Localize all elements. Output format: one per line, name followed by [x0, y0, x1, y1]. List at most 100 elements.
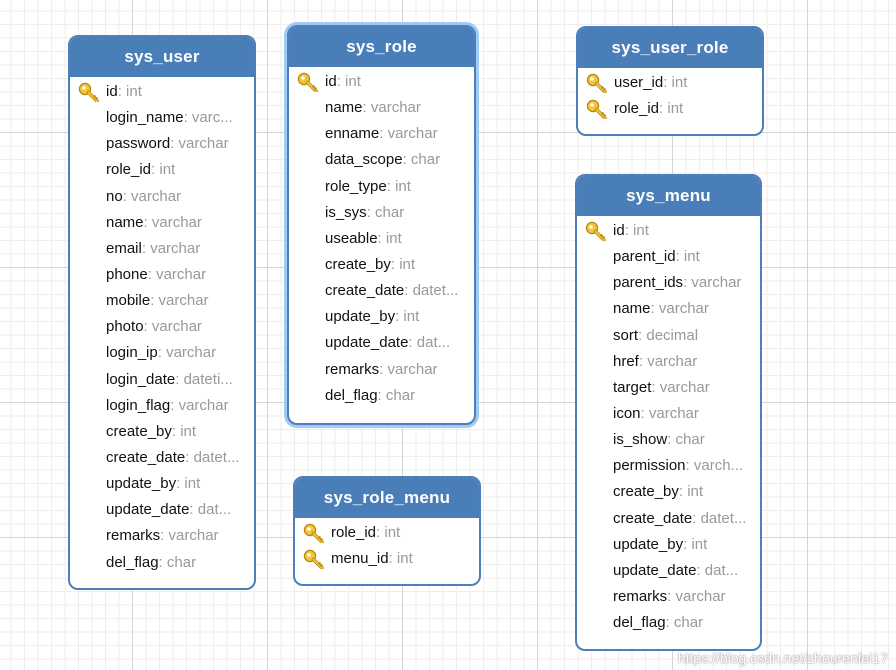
field-separator: : — [640, 404, 649, 422]
table-field[interactable]: remarks: varchar — [577, 584, 760, 610]
table-field[interactable]: target: varchar — [577, 375, 760, 401]
field-name: login_flag — [106, 396, 171, 414]
field-separator: : — [692, 509, 701, 527]
field-name: update_by — [613, 535, 684, 553]
table-field[interactable]: update_date: dat... — [289, 330, 474, 356]
field-name: del_flag — [325, 386, 378, 404]
table-field[interactable]: href: varchar — [577, 349, 760, 375]
field-name: id — [106, 83, 118, 100]
field-name: del_flag — [613, 614, 666, 632]
table-field[interactable]: role_id: int — [70, 157, 254, 183]
table-field[interactable]: phone: varchar — [70, 262, 254, 288]
table-field[interactable]: id: int — [289, 69, 474, 95]
table-field[interactable]: mobile: varchar — [70, 288, 254, 314]
table-field[interactable]: create_by: int — [70, 419, 254, 445]
table-field[interactable]: update_by: int — [577, 532, 760, 558]
table-field[interactable]: del_flag: char — [577, 610, 760, 636]
table-field[interactable]: del_flag: char — [70, 550, 254, 576]
table-field[interactable]: update_date: dat... — [577, 558, 760, 584]
field-name: menu_id — [331, 550, 389, 568]
table-field[interactable]: password: varchar — [70, 131, 254, 157]
table-field[interactable]: name: varchar — [70, 210, 254, 236]
table-field[interactable]: id: int — [577, 218, 760, 244]
key-icon — [585, 221, 607, 242]
table-field[interactable]: login_ip: varchar — [70, 340, 254, 366]
table-field[interactable]: create_by: int — [289, 252, 474, 278]
field-name: is_show — [613, 431, 668, 449]
table-field[interactable]: parent_id: int — [577, 244, 760, 270]
field-name: role_type — [325, 177, 387, 195]
table-field[interactable]: name: varchar — [289, 95, 474, 121]
field-name: no — [106, 187, 123, 205]
field-type: varchar — [151, 318, 202, 336]
table-field[interactable]: role_id: int — [295, 520, 479, 546]
table-field[interactable]: create_date: datet... — [70, 445, 254, 471]
field-separator: : — [675, 248, 684, 266]
field-separator: : — [624, 222, 634, 239]
table-field[interactable]: login_flag: varchar — [70, 393, 254, 419]
field-type: varchar — [151, 213, 202, 231]
field-name: useable — [325, 229, 378, 247]
field-type: varchar — [691, 274, 742, 292]
table-field[interactable]: update_date: dat... — [70, 497, 254, 523]
table-field[interactable]: enname: varchar — [289, 121, 474, 147]
table-field[interactable]: remarks: varchar — [289, 357, 474, 383]
table-field[interactable]: useable: int — [289, 226, 474, 252]
key-icon — [586, 99, 608, 120]
table-field[interactable]: id: int — [70, 79, 254, 105]
table-field[interactable]: remarks: varchar — [70, 523, 254, 549]
field-name: role_id — [106, 161, 152, 179]
field-name: name — [613, 300, 651, 318]
field-separator: : — [377, 229, 386, 247]
table-field[interactable]: create_by: int — [577, 479, 760, 505]
field-type: varchar — [158, 292, 209, 310]
table-field[interactable]: is_show: char — [577, 427, 760, 453]
field-separator: : — [379, 125, 388, 143]
field-separator: : — [408, 334, 417, 352]
field-type: varchar — [150, 239, 201, 257]
field-name: parent_ids — [613, 274, 684, 292]
field-type: int — [403, 308, 420, 326]
table-field[interactable]: no: varchar — [70, 184, 254, 210]
field-name: role_id — [614, 100, 660, 118]
field-separator: : — [685, 457, 694, 475]
field-type: int — [633, 222, 649, 239]
table-field[interactable]: update_by: int — [70, 471, 254, 497]
table-field[interactable]: sort: decimal — [577, 323, 760, 349]
table-field[interactable]: is_sys: char — [289, 200, 474, 226]
table-field[interactable]: menu_id: int — [295, 546, 479, 572]
table-field[interactable]: update_by: int — [289, 304, 474, 330]
table-field[interactable]: name: varchar — [577, 296, 760, 322]
field-separator: : — [170, 396, 179, 414]
table-field[interactable]: user_id: int — [578, 70, 762, 96]
field-type: int — [126, 83, 142, 100]
field-name: password — [106, 135, 171, 153]
table-field[interactable]: role_id: int — [578, 96, 762, 122]
table-field[interactable]: data_scope: char — [289, 147, 474, 173]
field-name: photo — [106, 318, 144, 336]
table-field[interactable]: del_flag: char — [289, 383, 474, 409]
table-field[interactable]: icon: varchar — [577, 401, 760, 427]
field-separator: : — [157, 344, 167, 362]
table-title: sys_menu — [577, 176, 760, 216]
table-field[interactable]: login_date: dateti... — [70, 367, 254, 393]
field-separator: : — [379, 360, 388, 378]
table-field[interactable]: create_date: datet... — [289, 278, 474, 304]
table-field[interactable]: photo: varchar — [70, 314, 254, 340]
table-field[interactable]: permission: varch... — [577, 453, 760, 479]
table-field[interactable]: email: varchar — [70, 236, 254, 262]
field-separator: : — [390, 255, 400, 273]
field-separator: : — [366, 203, 376, 221]
table-field[interactable]: create_date: datet... — [577, 506, 760, 532]
table-field[interactable]: login_name: varc... — [70, 105, 254, 131]
table-field[interactable]: role_type: int — [289, 174, 474, 200]
field-name: del_flag — [106, 553, 159, 571]
table-field[interactable]: parent_ids: varchar — [577, 270, 760, 296]
field-type: int — [399, 255, 416, 273]
